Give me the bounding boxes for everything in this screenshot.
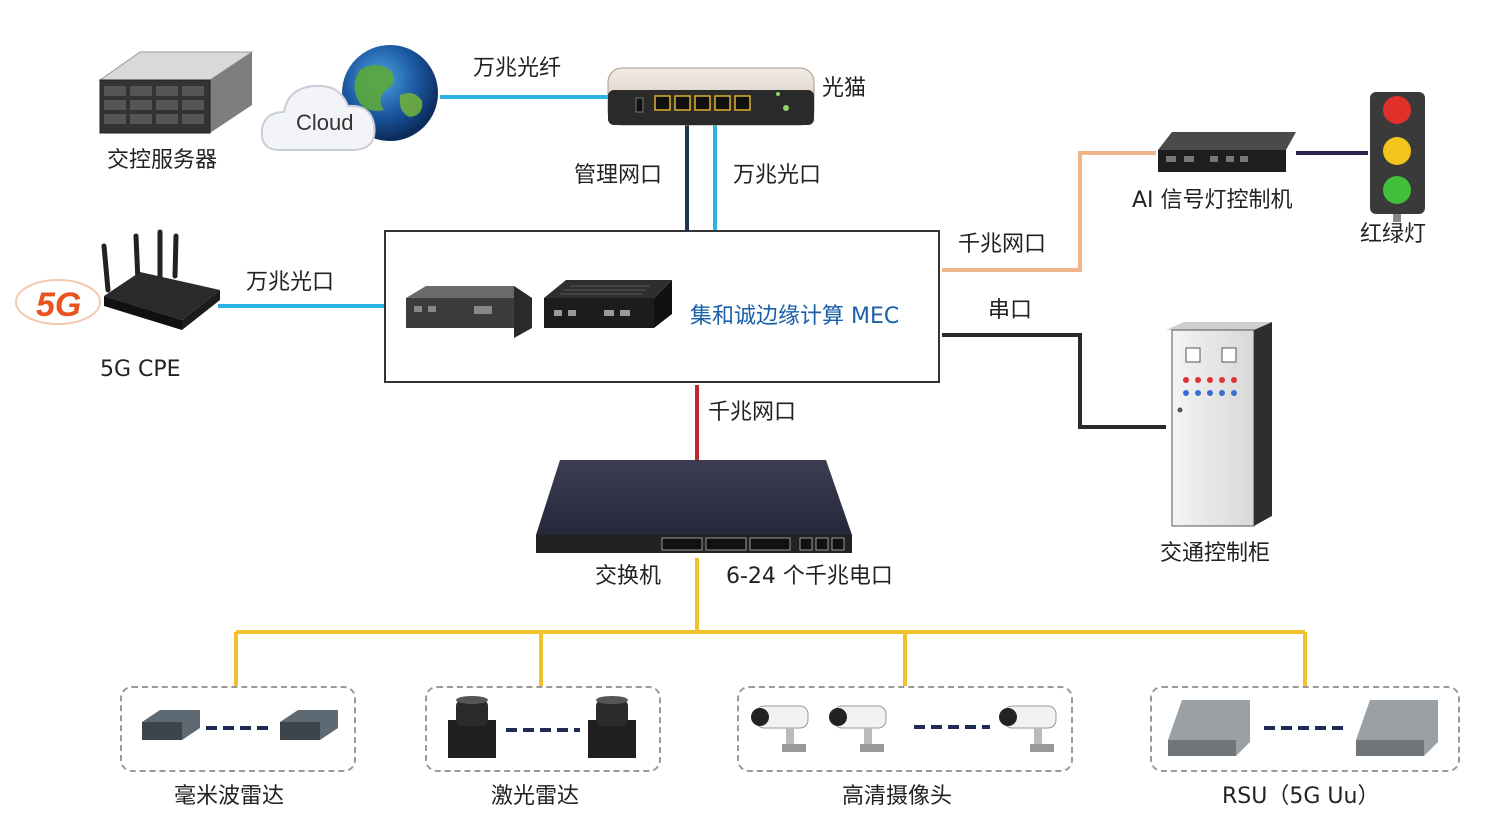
5g-badge: 5G xyxy=(15,279,101,325)
group-radar-mmw xyxy=(120,686,356,772)
camera-label: 高清摄像头 xyxy=(842,784,953,809)
traffic-light-label: 红绿灯 xyxy=(1360,222,1427,247)
serial-link xyxy=(942,333,1166,429)
optical-port-top-label: 万兆光口 xyxy=(733,163,822,188)
group-lidar xyxy=(425,686,661,772)
ai-controller-image xyxy=(1158,132,1296,172)
device-bus xyxy=(234,558,1307,686)
camera-image xyxy=(751,705,1057,752)
svg-text:5G: 5G xyxy=(36,286,81,324)
cabinet-image xyxy=(1166,322,1272,527)
traffic-light-image xyxy=(1370,92,1425,222)
mec-devices-image xyxy=(406,280,672,338)
cpe-router-image xyxy=(101,229,220,330)
mgmt-port-label: 管理网口 xyxy=(574,163,663,188)
radar-mmw-label: 毫米波雷达 xyxy=(174,784,285,809)
fiber-label: 万兆光纤 xyxy=(473,56,562,81)
mec-label: 集和诚边缘计算 MEC xyxy=(690,304,900,329)
gig-port-bottom-label: 千兆网口 xyxy=(708,400,797,425)
lidar-label: 激光雷达 xyxy=(491,784,580,809)
radar-mmw-image xyxy=(142,710,338,740)
lidar-image xyxy=(448,696,636,758)
cloud-icon xyxy=(260,84,376,151)
gig-link-ai xyxy=(942,151,1156,272)
server-label: 交控服务器 xyxy=(107,148,218,173)
cabinet-label: 交通控制柜 xyxy=(1160,541,1271,566)
serial-label: 串口 xyxy=(988,298,1033,323)
ai-controller-label: AI 信号灯控制机 xyxy=(1132,188,1293,213)
cloud-label: Cloud xyxy=(296,110,353,135)
group-camera xyxy=(737,686,1073,772)
optical-port-left-label: 万兆光口 xyxy=(246,270,335,295)
switch-label: 交换机 xyxy=(595,564,662,589)
rsu-label: RSU（5G Uu） xyxy=(1222,784,1380,809)
modem-image xyxy=(607,67,815,126)
switch-ports-label: 6-24 个千兆电口 xyxy=(726,564,893,589)
cpe-label: 5G CPE xyxy=(100,357,181,382)
gig-port-right-label: 千兆网口 xyxy=(958,232,1047,257)
group-rsu xyxy=(1150,686,1460,772)
rsu-image xyxy=(1168,700,1438,756)
server-image xyxy=(98,51,254,134)
modem-label: 光猫 xyxy=(822,76,867,101)
switch-image xyxy=(536,460,852,553)
